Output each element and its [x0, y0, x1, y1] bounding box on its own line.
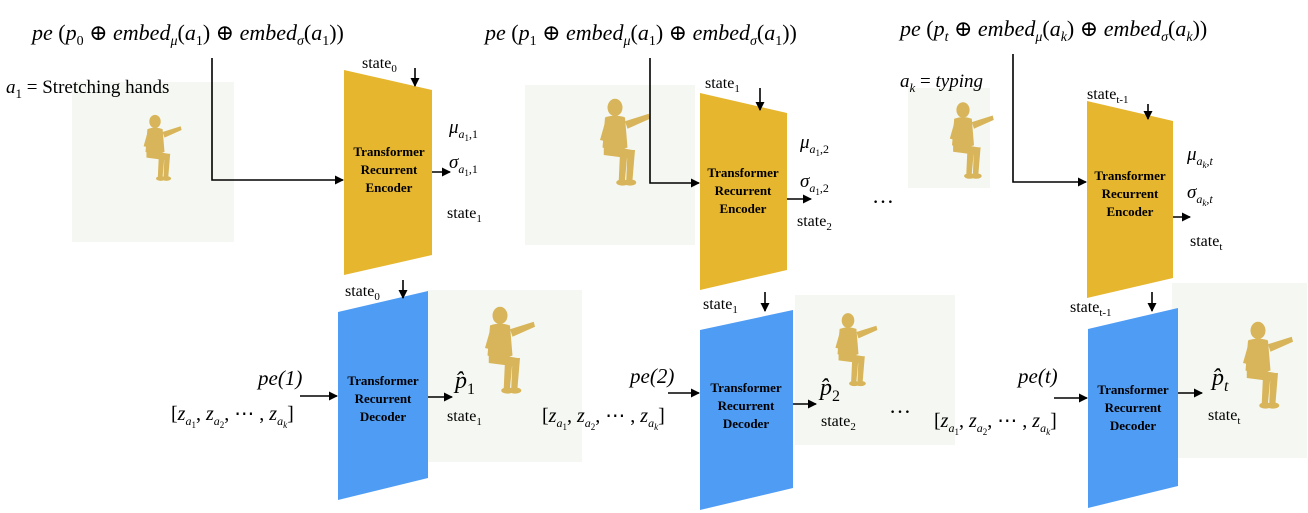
action-label-1: a1 = Stretching hands — [6, 77, 169, 101]
latent-vector-3: [za1, za2, ⋯ , zak] — [934, 410, 1057, 437]
ellipsis-bottom-1: … — [889, 393, 911, 418]
input-arrow-1 — [211, 58, 344, 185]
encoder-1-label-1: Transformer — [353, 144, 424, 159]
decoder-block-2 — [700, 310, 793, 510]
encoder-block-2 — [700, 93, 787, 290]
dec-state-out-3: statet — [1208, 407, 1240, 427]
decoder-2-label-2: Recurrent — [718, 398, 775, 413]
pose-panel-input-1 — [72, 82, 234, 242]
enc-state-out-3: statet — [1190, 233, 1222, 253]
latent-vector-2: [za1, za2, ⋯ , zak] — [542, 405, 665, 432]
dec-pe-2: pe(2) — [628, 364, 674, 388]
enc-state-in-1: state0 — [362, 55, 397, 75]
enc-state-out-2: state2 — [797, 213, 832, 233]
encoder-2-label-2: Recurrent — [715, 183, 772, 198]
p-hat-output-3: p̂t — [1210, 365, 1229, 395]
sigma-output-2: σa1,2 — [800, 171, 829, 197]
dec-state-in-1: state0 — [345, 283, 380, 303]
encoder-3-label-2: Recurrent — [1102, 186, 1159, 201]
pose-panel-output-3 — [1172, 283, 1307, 458]
enc-state-out-1: state1 — [447, 205, 482, 225]
encoder-3-label-3: Encoder — [1107, 204, 1154, 219]
formula-3: pe (pt ⊕ embedμ(ak) ⊕ embedσ(ak)) — [898, 16, 1207, 45]
sigma-output-1: σa1,1 — [449, 152, 478, 178]
encoder-2-label-1: Transformer — [707, 165, 778, 180]
p-hat-output-1: p̂1 — [453, 368, 475, 398]
dec-state-in-3: statet-1 — [1070, 299, 1112, 319]
input-arrow-3 — [1012, 54, 1087, 187]
decoder-3-label-2: Recurrent — [1105, 400, 1162, 415]
formula-1: pe (p0 ⊕ embedμ(a1) ⊕ embedσ(a1)) — [30, 20, 344, 49]
latent-vector-1: [za1, za2, ⋯ , zak] — [171, 403, 294, 430]
decoder-2-label-1: Transformer — [710, 380, 781, 395]
action-label-2: ak = typing — [900, 71, 983, 95]
dec-state-out-2: state2 — [821, 413, 856, 433]
decoder-2-label-3: Decoder — [723, 416, 769, 431]
formula-2: pe (p1 ⊕ embedμ(a1) ⊕ embedσ(a1)) — [483, 20, 797, 49]
pose-panel-output-2 — [795, 295, 955, 445]
decoder-block-1 — [338, 291, 428, 500]
decoder-1-label-3: Decoder — [360, 409, 406, 424]
sigma-output-3: σak,t — [1187, 182, 1213, 208]
enc-state-in-3: statet-1 — [1087, 86, 1129, 106]
encoder-3-label-1: Transformer — [1094, 168, 1165, 183]
mu-output-2: μa1,2 — [799, 132, 829, 158]
encoder-block-3 — [1087, 101, 1173, 298]
input-arrow-2 — [649, 58, 700, 188]
decoder-3-label-1: Transformer — [1097, 382, 1168, 397]
encoder-block-1 — [344, 70, 432, 275]
dec-state-in-2: state1 — [703, 296, 738, 316]
dec-pe-1: pe(1) — [256, 366, 302, 390]
ellipsis-top: … — [872, 183, 894, 208]
decoder-1-label-2: Recurrent — [355, 391, 412, 406]
dec-pe-3: pe(t) — [1016, 364, 1058, 388]
decoder-3-label-3: Decoder — [1110, 418, 1156, 433]
encoder-2-label-3: Encoder — [720, 201, 767, 216]
decoder-block-3 — [1088, 308, 1178, 508]
encoder-1-label-3: Encoder — [366, 180, 413, 195]
mu-output-3: μak,t — [1186, 144, 1214, 170]
enc-state-in-2: state1 — [705, 75, 740, 95]
decoder-1-label-1: Transformer — [347, 373, 418, 388]
p-hat-output-2: p̂2 — [818, 375, 840, 405]
encoder-1-label-2: Recurrent — [361, 162, 418, 177]
mu-output-1: μa1,1 — [448, 117, 478, 143]
dec-state-out-1: state1 — [447, 408, 482, 428]
